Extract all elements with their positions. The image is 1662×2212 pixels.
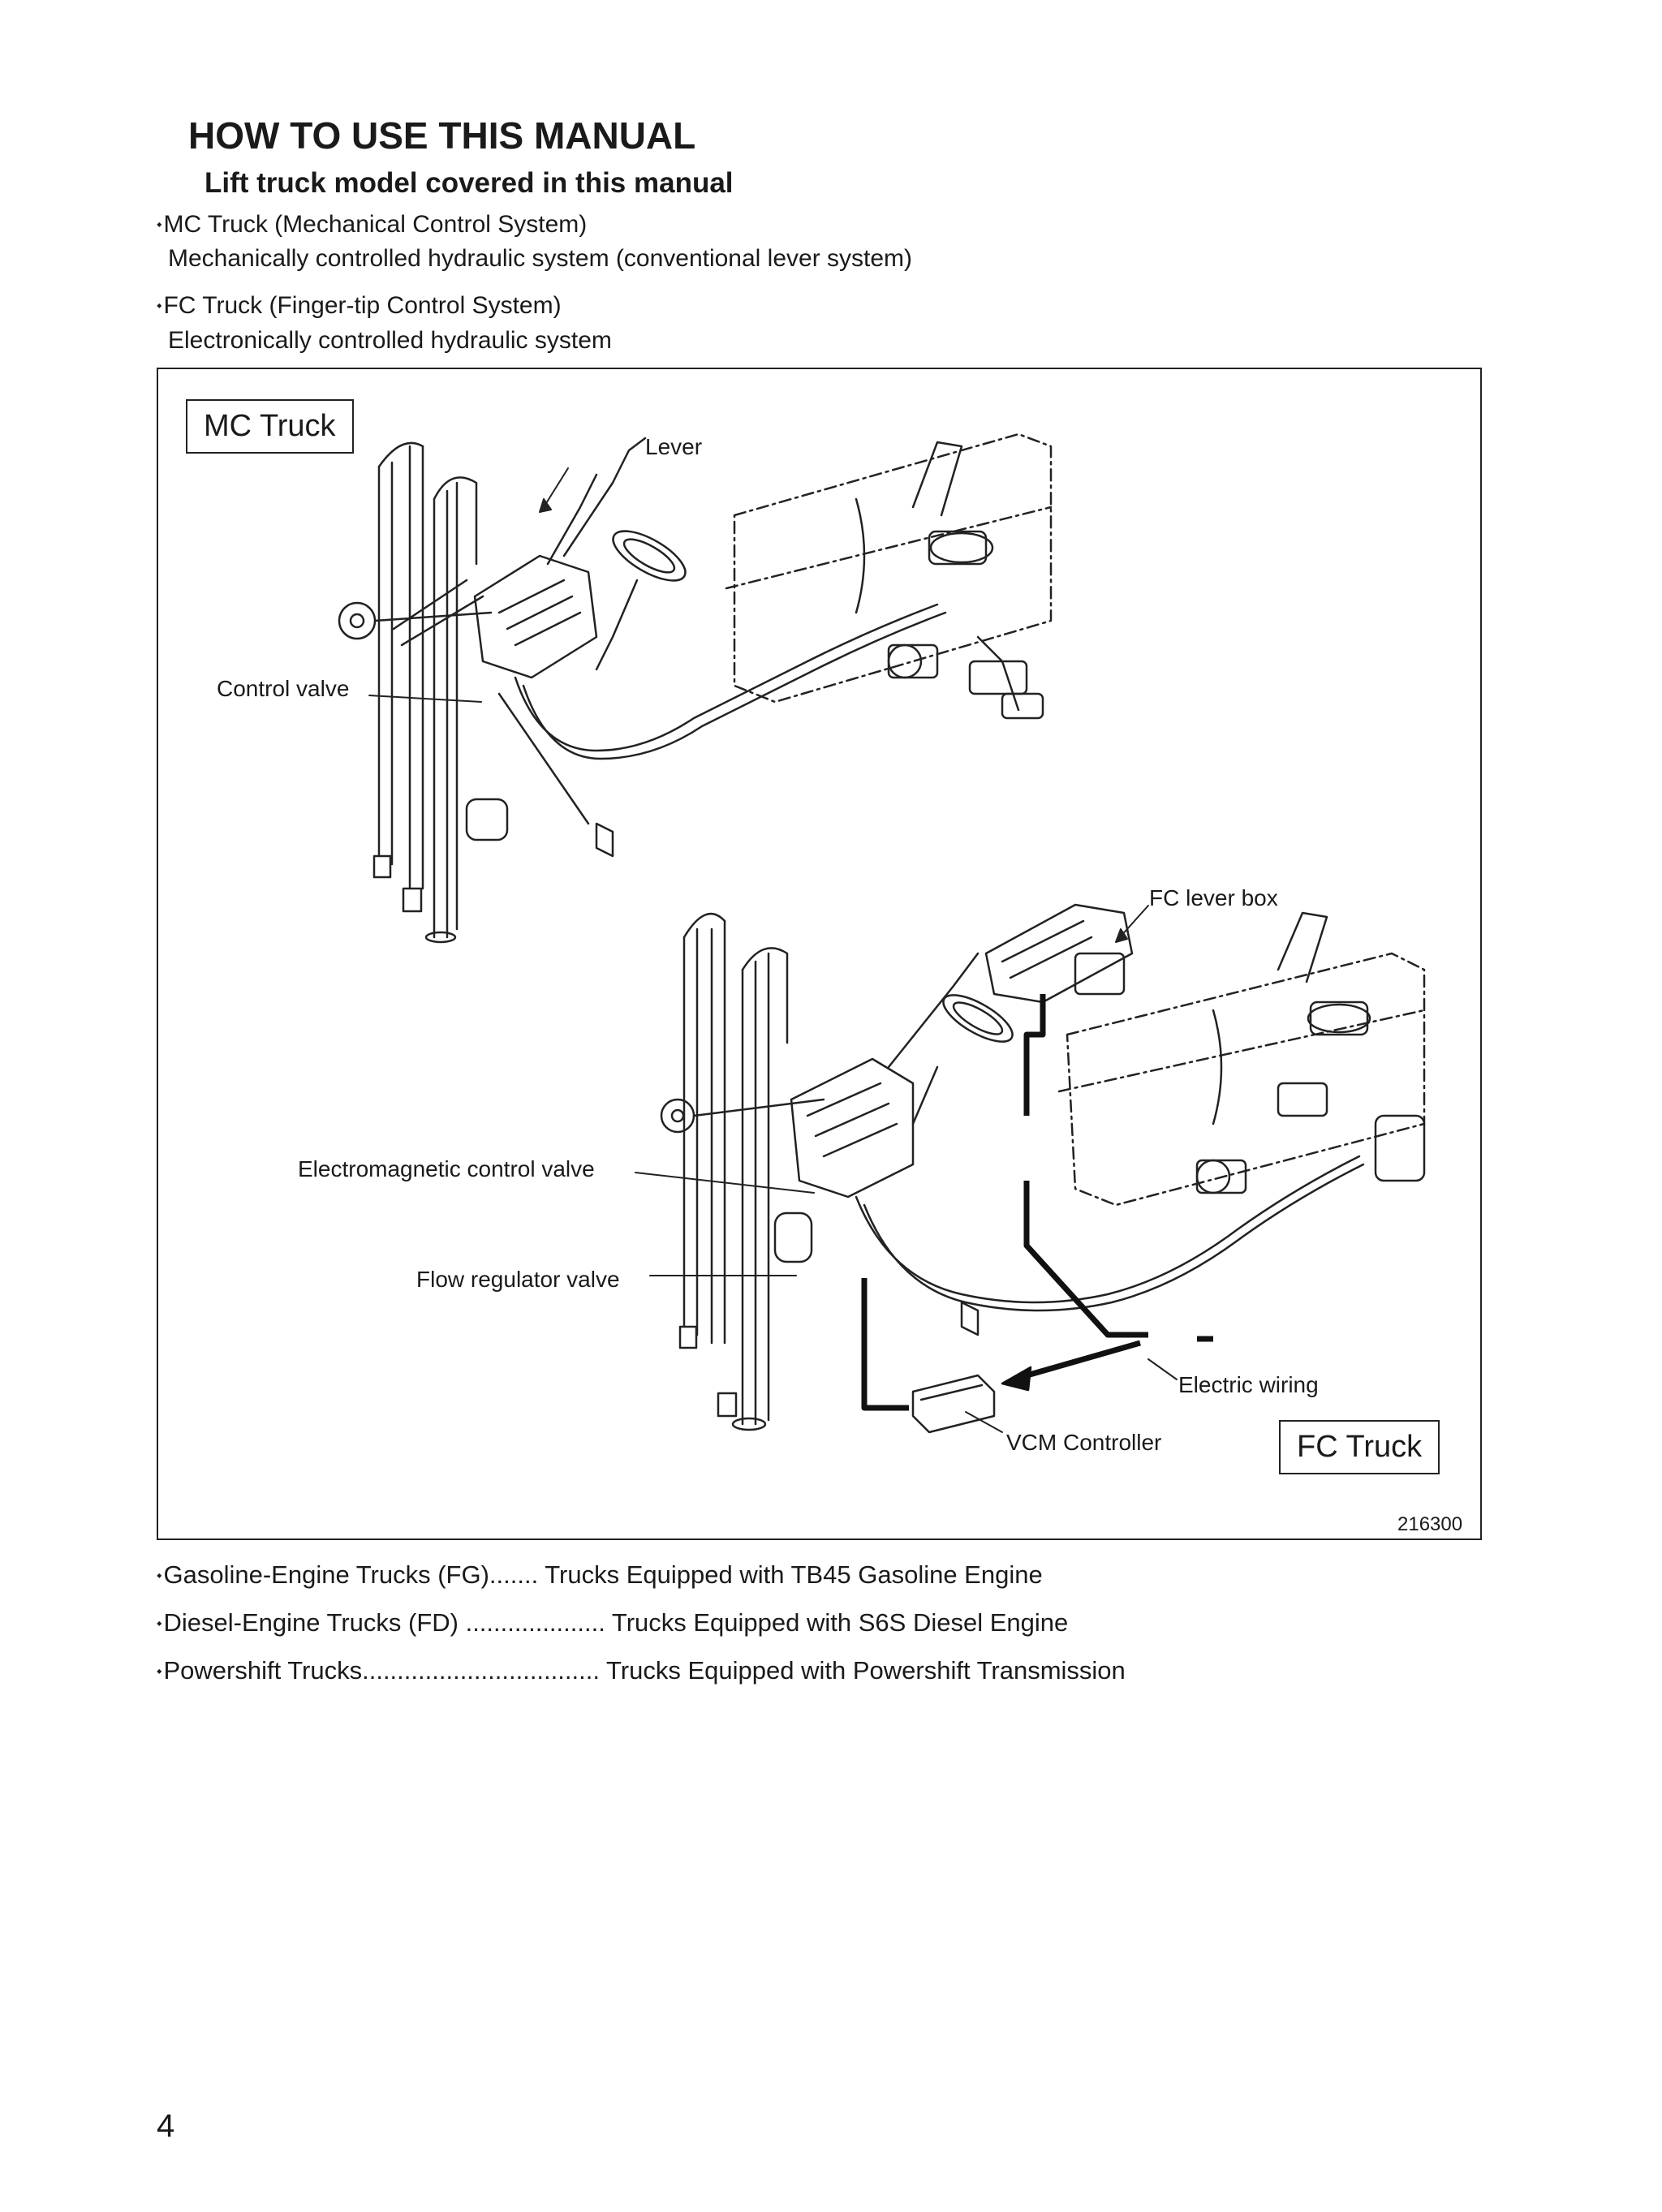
section-subtitle: Lift truck model covered in this manual [205,167,734,199]
fc-truck-label: FC Truck [1279,1420,1440,1474]
figure-number: 216300 [1397,1513,1463,1535]
truck-type-description: Trucks Equipped with TB45 Gasoline Engin… [545,1560,1043,1589]
fc-truck-drawing [660,903,1426,1434]
truck-type-name: Gasoline-Engine Trucks (FG)....... [163,1560,539,1589]
bullet-icon: ⬩ [157,1663,162,1679]
callout-fc-lever-box: FC lever box [1149,885,1278,910]
mc-truck-drawing [338,433,1053,944]
truck-type-item: ⬩Gasoline-Engine Trucks (FG)....... Truc… [157,1560,1043,1590]
callout-electromagnetic-control-valve: Electromagnetic control valve [298,1156,595,1181]
page-title: HOW TO USE THIS MANUAL [188,114,696,157]
truck-type-name: Diesel-Engine Trucks (FD) ..............… [163,1608,605,1637]
truck-type-description: Trucks Equipped with Powershift Transmis… [606,1656,1126,1685]
bullet-icon: ⬩ [157,1567,162,1583]
fc-heading-text: FC Truck (Finger-tip Control System) [163,292,562,319]
callout-leaders [368,467,1178,1433]
mc-truck-heading: ⬩MC Truck (Mechanical Control System) [157,211,587,239]
bullet-icon: ⬩ [157,216,162,232]
mc-heading-text: MC Truck (Mechanical Control System) [163,211,588,238]
bullet-icon: ⬩ [157,1615,162,1631]
fc-truck-heading: ⬩FC Truck (Finger-tip Control System) [157,292,562,320]
truck-type-name: Powershift Trucks.......................… [163,1656,600,1685]
callout-vcm-controller: VCM Controller [1006,1430,1162,1455]
callout-lever: Lever [645,434,703,459]
mc-truck-label: MC Truck [186,399,354,454]
page-number: 4 [157,2108,175,2144]
truck-type-item: ⬩Diesel-Engine Trucks (FD) .............… [157,1608,1068,1637]
callout-control-valve: Control valve [217,676,350,701]
fc-truck-description: Electronically controlled hydraulic syst… [168,327,612,354]
mc-truck-description: Mechanically controlled hydraulic system… [168,245,913,272]
truck-type-item: ⬩Powershift Trucks......................… [157,1656,1126,1685]
bullet-icon: ⬩ [157,297,162,313]
truck-type-description: Trucks Equipped with S6S Diesel Engine [611,1608,1069,1637]
electric-wiring-lines [861,994,1213,1411]
hydraulic-system-figure: MC Truck FC Truck Lever Control valve FC… [157,368,1482,1540]
hydraulic-system-illustration [338,433,1426,1434]
callout-flow-regulator-valve: Flow regulator valve [416,1267,620,1292]
callout-electric-wiring: Electric wiring [1178,1372,1319,1397]
